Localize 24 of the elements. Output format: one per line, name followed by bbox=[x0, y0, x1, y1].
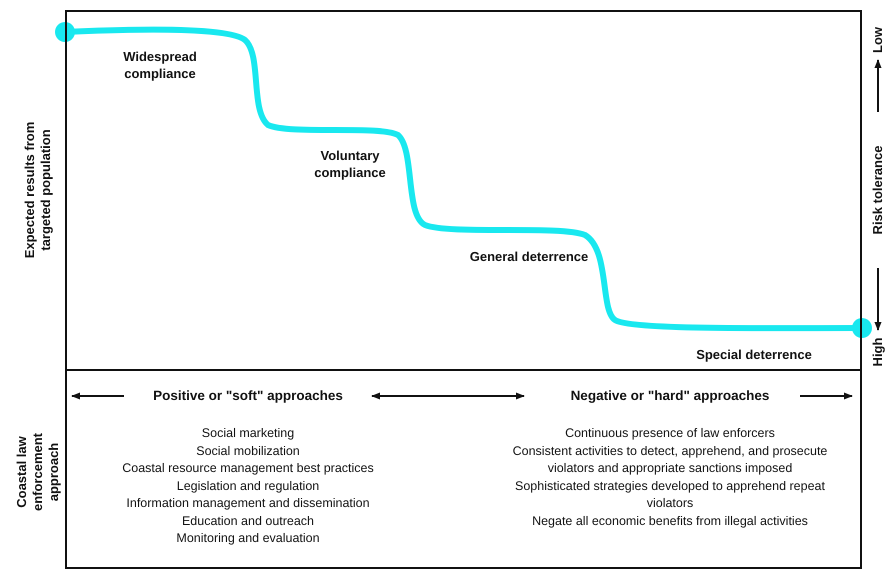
approach-panel bbox=[65, 369, 862, 569]
approach-item: Legislation and regulation bbox=[176, 478, 320, 495]
stage-label: Special deterrence bbox=[695, 346, 813, 363]
approach-item: Education and outreach bbox=[180, 512, 316, 530]
approach-heading: Positive or "soft" approaches bbox=[153, 388, 343, 403]
approach-item: Sophisticated strategies developed to apprehend repeat violators bbox=[514, 478, 826, 512]
axis-title: Risk tolerance bbox=[870, 146, 886, 234]
stage-label: General deterrence bbox=[468, 248, 590, 265]
approach-heading: Negative or "hard" approaches bbox=[570, 388, 770, 403]
approach-item: Social mobilization bbox=[195, 442, 301, 460]
axis-title: Coastal law enforcement approach bbox=[14, 432, 62, 514]
approach-item: Information management and dissemination bbox=[125, 495, 371, 512]
scale-label: Low bbox=[870, 27, 886, 53]
stage-label: Widespread compliance bbox=[122, 48, 198, 82]
approach-item: Monitoring and evaluation bbox=[175, 530, 321, 547]
approach-item: Consistent activities to detect, apprehend, and prosecute violators and appropriate sanctions imposed bbox=[512, 442, 828, 477]
approach-item: Continuous presence of law enforcers bbox=[564, 425, 776, 442]
axis-title: Expected results from targeted population bbox=[22, 120, 54, 260]
approach-item: Social marketing bbox=[200, 425, 296, 442]
results-panel bbox=[65, 10, 862, 371]
stage-label: Voluntary compliance bbox=[313, 147, 387, 181]
scale-label: High bbox=[870, 338, 886, 366]
approach-item: Coastal resource management best practices bbox=[121, 460, 375, 477]
approach-item: Negate all economic benefits from illegal activities bbox=[531, 512, 809, 530]
